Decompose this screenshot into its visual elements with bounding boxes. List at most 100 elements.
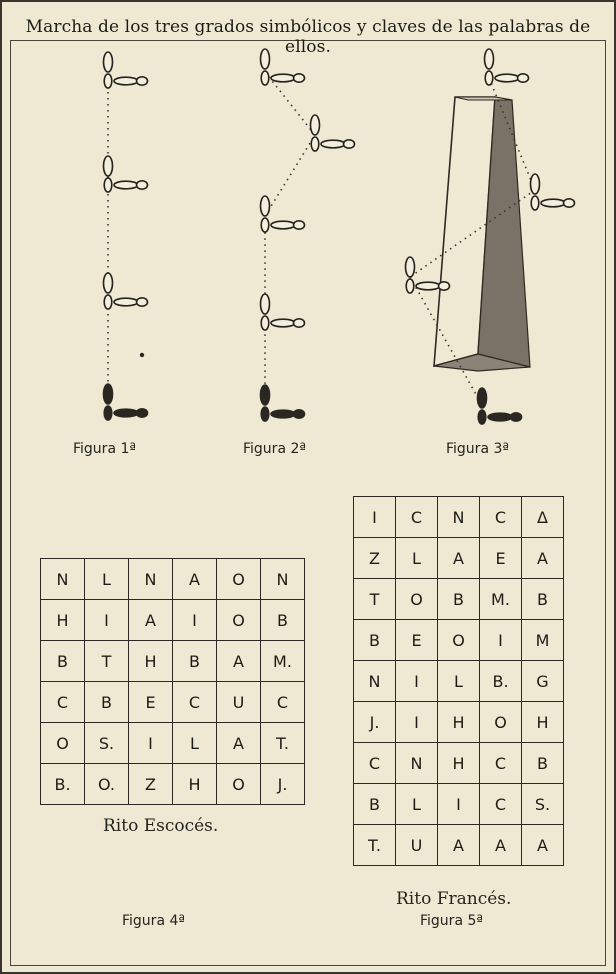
figure-1-label: Figura 1ª	[73, 441, 136, 457]
grid-cell: N	[41, 559, 85, 600]
grid-cell: C	[396, 497, 438, 538]
grid-cell: L	[396, 784, 438, 825]
grid-cell: T	[354, 579, 396, 620]
grid-cell: O	[217, 764, 261, 805]
grid-cell: C	[173, 682, 217, 723]
grid-cell: I	[173, 600, 217, 641]
grid-cell: A	[522, 825, 564, 866]
grid-cell: E	[480, 538, 522, 579]
rito-escoces-label: Rito Escocés.	[103, 816, 218, 836]
grid-cell: H	[173, 764, 217, 805]
grid-cell: A	[173, 559, 217, 600]
grid-cell: I	[396, 661, 438, 702]
grid-cell: M.	[261, 641, 305, 682]
grid-cell: B	[522, 743, 564, 784]
figure-1-diagram	[104, 52, 148, 420]
grid-cell: O	[480, 702, 522, 743]
grid-cell: C	[41, 682, 85, 723]
grid-cell: M	[522, 620, 564, 661]
grid-cell: T	[85, 641, 129, 682]
grid-cell: B	[354, 784, 396, 825]
grid-cell: C	[261, 682, 305, 723]
grid-cell: H	[41, 600, 85, 641]
grid-cell: O	[438, 620, 480, 661]
grid-cell: T.	[261, 723, 305, 764]
grid-cell: E	[129, 682, 173, 723]
grid-cell: Δ	[522, 497, 564, 538]
grid-cell: N	[438, 497, 480, 538]
grid-cell: I	[396, 702, 438, 743]
grid-cell: Z	[354, 538, 396, 579]
grid-cell: O.	[85, 764, 129, 805]
grid-cell: B	[354, 620, 396, 661]
grid-cell: B.	[480, 661, 522, 702]
grid-cell: L	[173, 723, 217, 764]
grid-cell: Z	[129, 764, 173, 805]
grid-cell: E	[396, 620, 438, 661]
grid-cell: B.	[41, 764, 85, 805]
figure-2-label: Figura 2ª	[243, 441, 306, 457]
grid-cell: I	[354, 497, 396, 538]
grid-cell: T.	[354, 825, 396, 866]
grid-cell: A	[217, 723, 261, 764]
grid-cell: J.	[354, 702, 396, 743]
grid-cell: L	[85, 559, 129, 600]
grid-cell: U	[396, 825, 438, 866]
grid-cell: C	[480, 497, 522, 538]
grid-cell: H	[522, 702, 564, 743]
grid-cell: C	[480, 784, 522, 825]
grid-cell: N	[354, 661, 396, 702]
grid-cell: H	[438, 743, 480, 784]
figure-3-diagram	[406, 49, 575, 424]
grid-cell: U	[217, 682, 261, 723]
grid-cell: C	[354, 743, 396, 784]
grid-cell: I	[480, 620, 522, 661]
grid-cell: N	[261, 559, 305, 600]
grid-cell: A	[480, 825, 522, 866]
grid-cell: O	[217, 559, 261, 600]
grid-cell: B	[522, 579, 564, 620]
grid-cell: I	[438, 784, 480, 825]
grid-cell: S.	[522, 784, 564, 825]
grid-cell: N	[129, 559, 173, 600]
grid-cell: S.	[85, 723, 129, 764]
grid-cell: H	[438, 702, 480, 743]
grid-cell: A	[217, 641, 261, 682]
grid-cell: A	[522, 538, 564, 579]
figure-3-label: Figura 3ª	[446, 441, 509, 457]
grid-cell: L	[438, 661, 480, 702]
grid-cell: A	[129, 600, 173, 641]
grid-cell: O	[217, 600, 261, 641]
grid-cell: O	[396, 579, 438, 620]
grid-cell: B	[438, 579, 480, 620]
grid-cell: N	[396, 743, 438, 784]
grid-cell: O	[41, 723, 85, 764]
grid-cell: I	[129, 723, 173, 764]
figure-4-label: Figura 4ª	[122, 913, 185, 929]
grid-cell: B	[85, 682, 129, 723]
figure-2-diagram	[261, 49, 355, 421]
grid-cell: C	[480, 743, 522, 784]
grid-cell: A	[438, 538, 480, 579]
grid-cell: B	[261, 600, 305, 641]
grid-cell: B	[173, 641, 217, 682]
grid-cell: H	[129, 641, 173, 682]
grid-cell: B	[41, 641, 85, 682]
